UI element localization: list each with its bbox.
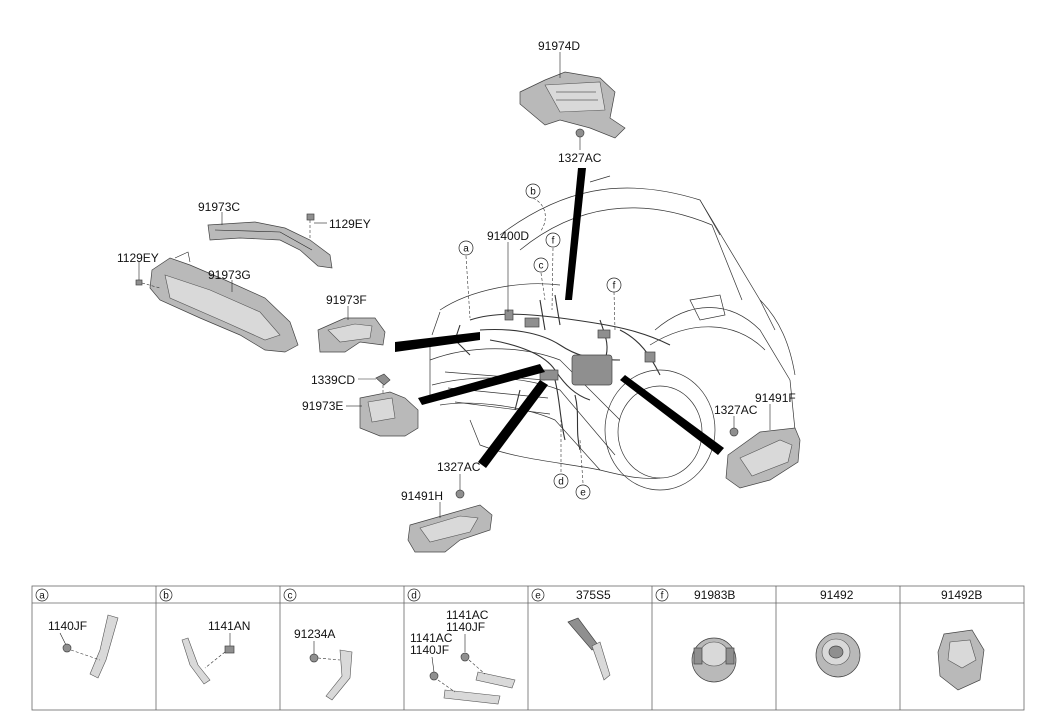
cell-e-art bbox=[567, 617, 611, 681]
svg-text:f: f bbox=[661, 591, 664, 602]
svg-text:e: e bbox=[535, 591, 541, 602]
svg-text:c: c bbox=[288, 591, 293, 602]
part-91973F bbox=[317, 317, 386, 353]
label-91491F: 91491F bbox=[755, 391, 796, 405]
table-title-f: 91983B bbox=[694, 588, 735, 602]
label-1327AC-right: 1327AC bbox=[714, 403, 758, 417]
table-header-c: c bbox=[283, 588, 297, 602]
label-91491H: 91491H bbox=[401, 489, 443, 503]
bolt-1129EY-a bbox=[306, 213, 315, 238]
parts-table bbox=[31, 585, 1025, 711]
callout-d: d bbox=[553, 473, 569, 489]
table-header-b: b bbox=[159, 588, 173, 602]
label-1339CD: 1339CD bbox=[311, 373, 355, 387]
cell-f-art bbox=[691, 637, 737, 683]
table-header-a: a bbox=[35, 588, 49, 602]
cell-d-part-2: 1141AC bbox=[410, 631, 453, 645]
svg-text:b: b bbox=[530, 187, 536, 198]
svg-text:a: a bbox=[463, 244, 469, 255]
table-title-e: 375S5 bbox=[576, 588, 611, 602]
part-91491F bbox=[725, 427, 801, 489]
vehicle-outline bbox=[429, 175, 796, 491]
part-91973E bbox=[359, 391, 419, 437]
part-91491H bbox=[407, 504, 493, 553]
svg-text:d: d bbox=[411, 591, 417, 602]
cell-d-part-0: 1141AC bbox=[446, 608, 489, 622]
label-1327AC-top: 1327AC bbox=[558, 151, 602, 165]
callout-b: b bbox=[525, 183, 541, 199]
cell-c-art bbox=[309, 641, 353, 701]
label-91973C: 91973C bbox=[198, 200, 240, 214]
cell-b-art bbox=[181, 633, 235, 685]
table-header-e: e bbox=[531, 588, 545, 602]
label-91400D: 91400D bbox=[487, 229, 529, 243]
label-1129EY-a: 1129EY bbox=[329, 217, 371, 231]
part-91973C bbox=[207, 221, 333, 269]
part-91973G bbox=[149, 251, 299, 353]
label-1327AC-bottom: 1327AC bbox=[437, 460, 481, 474]
table-title-g: 91492 bbox=[820, 588, 854, 602]
cell-a-part-0: 1140JF bbox=[48, 619, 87, 633]
label-1129EY-b: 1129EY bbox=[117, 251, 159, 265]
callout-a: a bbox=[458, 240, 474, 256]
svg-text:c: c bbox=[539, 261, 544, 272]
cell-d-part-3: 1140JF bbox=[410, 643, 449, 657]
cell-c-part-0: 91234A bbox=[294, 627, 335, 641]
leader-lines bbox=[395, 168, 724, 468]
label-91974D: 91974D bbox=[538, 39, 580, 53]
svg-text:b: b bbox=[163, 591, 169, 602]
callout-f-top: f bbox=[545, 232, 561, 248]
table-header-d: d bbox=[407, 588, 421, 602]
callout-leaders bbox=[465, 197, 616, 484]
label-91973E: 91973E bbox=[302, 399, 343, 413]
callout-c: c bbox=[533, 257, 549, 273]
svg-text:d: d bbox=[558, 477, 564, 488]
cell-g-art bbox=[815, 632, 861, 678]
svg-text:a: a bbox=[39, 591, 45, 602]
label-91973F: 91973F bbox=[326, 293, 367, 307]
nut-1339CD bbox=[375, 373, 391, 397]
table-title-h: 91492B bbox=[941, 588, 982, 602]
main-harness-91400D bbox=[454, 294, 671, 451]
svg-text:f: f bbox=[613, 281, 616, 292]
cell-d-part-1: 1140JF bbox=[446, 620, 485, 634]
svg-text:e: e bbox=[580, 488, 586, 499]
callout-e: e bbox=[575, 484, 591, 500]
table-header-f: f bbox=[655, 588, 669, 602]
part-91974D bbox=[519, 71, 626, 139]
cell-a-art bbox=[59, 614, 119, 679]
label-91973G: 91973G bbox=[208, 268, 251, 282]
cell-h-art bbox=[937, 629, 985, 691]
cell-b-part-0: 1141AN bbox=[208, 619, 250, 633]
cell-d-art bbox=[429, 634, 516, 705]
svg-text:f: f bbox=[552, 236, 555, 247]
callout-f-right: f bbox=[606, 277, 622, 293]
